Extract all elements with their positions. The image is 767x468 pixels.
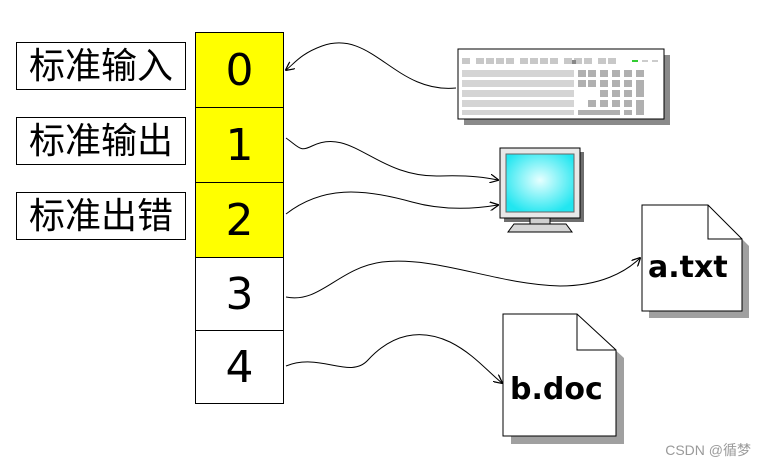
arrow-fd1-to-monitor [285, 137, 498, 180]
fd-cell-0: 0 [195, 32, 284, 108]
fd-cell-4: 4 [195, 330, 284, 404]
file-a-icon [641, 204, 749, 318]
stdout-label: 标准输出 [16, 117, 186, 165]
keyboard-icon [457, 48, 670, 125]
fd-cell-1: 1 [195, 107, 284, 183]
stderr-label: 标准出错 [16, 192, 186, 240]
file-b-label: b.doc [510, 372, 603, 407]
arrow-fd4-to-bdoc [285, 334, 502, 383]
arrow-fd3-to-atxt [285, 258, 640, 299]
arrow-fd2-to-monitor [285, 191, 498, 215]
arrow-keyboard-to-fd0 [286, 42, 457, 89]
monitor-icon [499, 147, 584, 233]
arrows [285, 42, 640, 383]
file-b-icon [502, 313, 624, 444]
stdin-label: 标准输入 [16, 42, 186, 90]
fd-cell-2: 2 [195, 182, 284, 258]
file-a-label: a.txt [648, 250, 728, 285]
watermark: CSDN @循梦 [665, 442, 751, 458]
fd-cell-3: 3 [195, 257, 284, 331]
